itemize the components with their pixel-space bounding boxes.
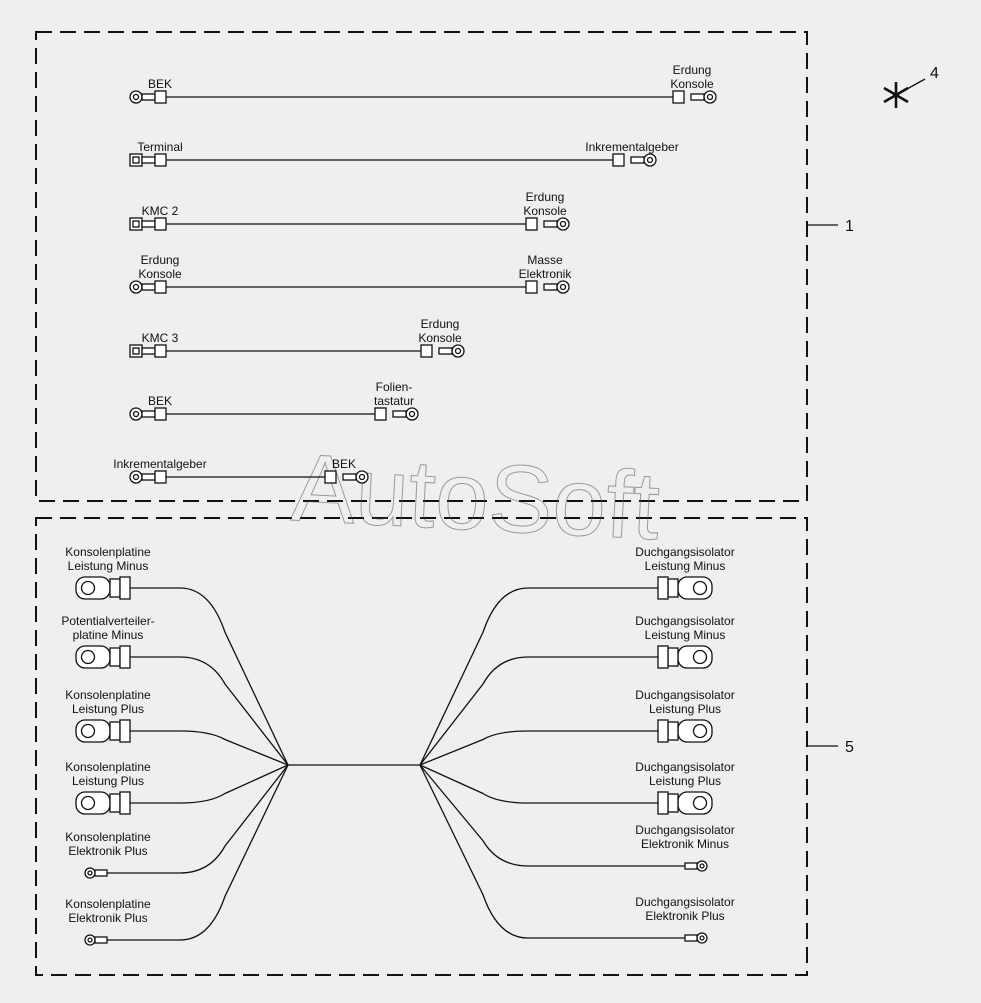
left-terminal-label-2: Potentialverteiler- — [61, 614, 154, 628]
cable-7-left-label: Inkrementalgeber — [113, 457, 206, 471]
cable-3-right-label: Erdung — [526, 190, 565, 204]
left-terminal-label-4: Konsolenplatine — [65, 760, 151, 774]
right-terminal-label-5: Duchgangsisolator — [635, 823, 734, 837]
left-terminal-label-6: Konsolenplatine — [65, 897, 151, 911]
cable-3-right-label: Konsole — [523, 204, 567, 218]
left-terminal-label-2: platine Minus — [73, 628, 144, 642]
left-terminal-label-1: Leistung Minus — [68, 559, 149, 573]
cable-1-left-label: BEK — [148, 77, 172, 91]
cable-3-left-label: KMC 2 — [142, 204, 179, 218]
cable-6-right-label: Folien- — [376, 380, 413, 394]
right-terminal-label-6: Duchgangsisolator — [635, 895, 734, 909]
right-terminal-label-2: Leistung Minus — [645, 628, 726, 642]
cable-group-1-box — [35, 31, 808, 502]
cable-5-right-label: Konsole — [418, 331, 462, 345]
left-terminal-label-1: Konsolenplatine — [65, 545, 151, 559]
cable-4-right-label: Elektronik — [519, 267, 573, 281]
right-terminal-label-1: Leistung Minus — [645, 559, 726, 573]
right-terminal-label-4: Duchgangsisolator — [635, 760, 734, 774]
right-terminal-label-4: Leistung Plus — [649, 774, 721, 788]
callout-1: 1 — [845, 218, 854, 235]
cable-1-right-label: Konsole — [670, 77, 714, 91]
left-terminal-label-5: Konsolenplatine — [65, 830, 151, 844]
right-terminal-label-6: Elektronik Plus — [645, 909, 724, 923]
cable-4-left-label: Konsole — [138, 267, 182, 281]
cable-4-right-label: Masse — [527, 253, 563, 267]
cable-6: BEK Folien-tastatur — [129, 380, 419, 421]
cable-1-right-label: Erdung — [673, 63, 712, 77]
callout-4: 4 — [930, 65, 939, 82]
cable-6-right-label: tastatur — [374, 394, 414, 408]
asterisk-icon — [883, 82, 909, 108]
cable-2-right-label: Inkrementalgeber — [585, 140, 678, 154]
cable-2: Terminal Inkrementalgeber — [129, 140, 679, 167]
left-terminal-label-5: Elektronik Plus — [68, 844, 147, 858]
cable-5-right-label: Erdung — [421, 317, 460, 331]
right-terminal-label-2: Duchgangsisolator — [635, 614, 734, 628]
right-terminal-label-1: Duchgangsisolator — [635, 545, 734, 559]
left-terminal-label-3: Leistung Plus — [72, 702, 144, 716]
callout-4-leader — [906, 78, 926, 90]
left-terminal-label-3: Konsolenplatine — [65, 688, 151, 702]
left-terminal-label-4: Leistung Plus — [72, 774, 144, 788]
right-terminal-label-3: Duchgangsisolator — [635, 688, 734, 702]
callout-5: 5 — [845, 739, 854, 756]
watermark: AutoSoft — [289, 434, 662, 560]
cable-4-left-label: Erdung — [141, 253, 180, 267]
cable-6-left-label: BEK — [148, 394, 172, 408]
right-terminal-label-3: Leistung Plus — [649, 702, 721, 716]
cable-5-left-label: KMC 3 — [142, 331, 179, 345]
cable-7: Inkrementalgeber BEK — [113, 457, 369, 484]
right-terminal-label-5: Elektronik Minus — [641, 837, 729, 851]
cable-2-left-label: Terminal — [137, 140, 182, 154]
left-terminal-label-6: Elektronik Plus — [68, 911, 147, 925]
cable-7-right-label: BEK — [332, 457, 356, 471]
harness-left-terminal-2: Potentialverteiler-platine Minus — [61, 614, 289, 766]
